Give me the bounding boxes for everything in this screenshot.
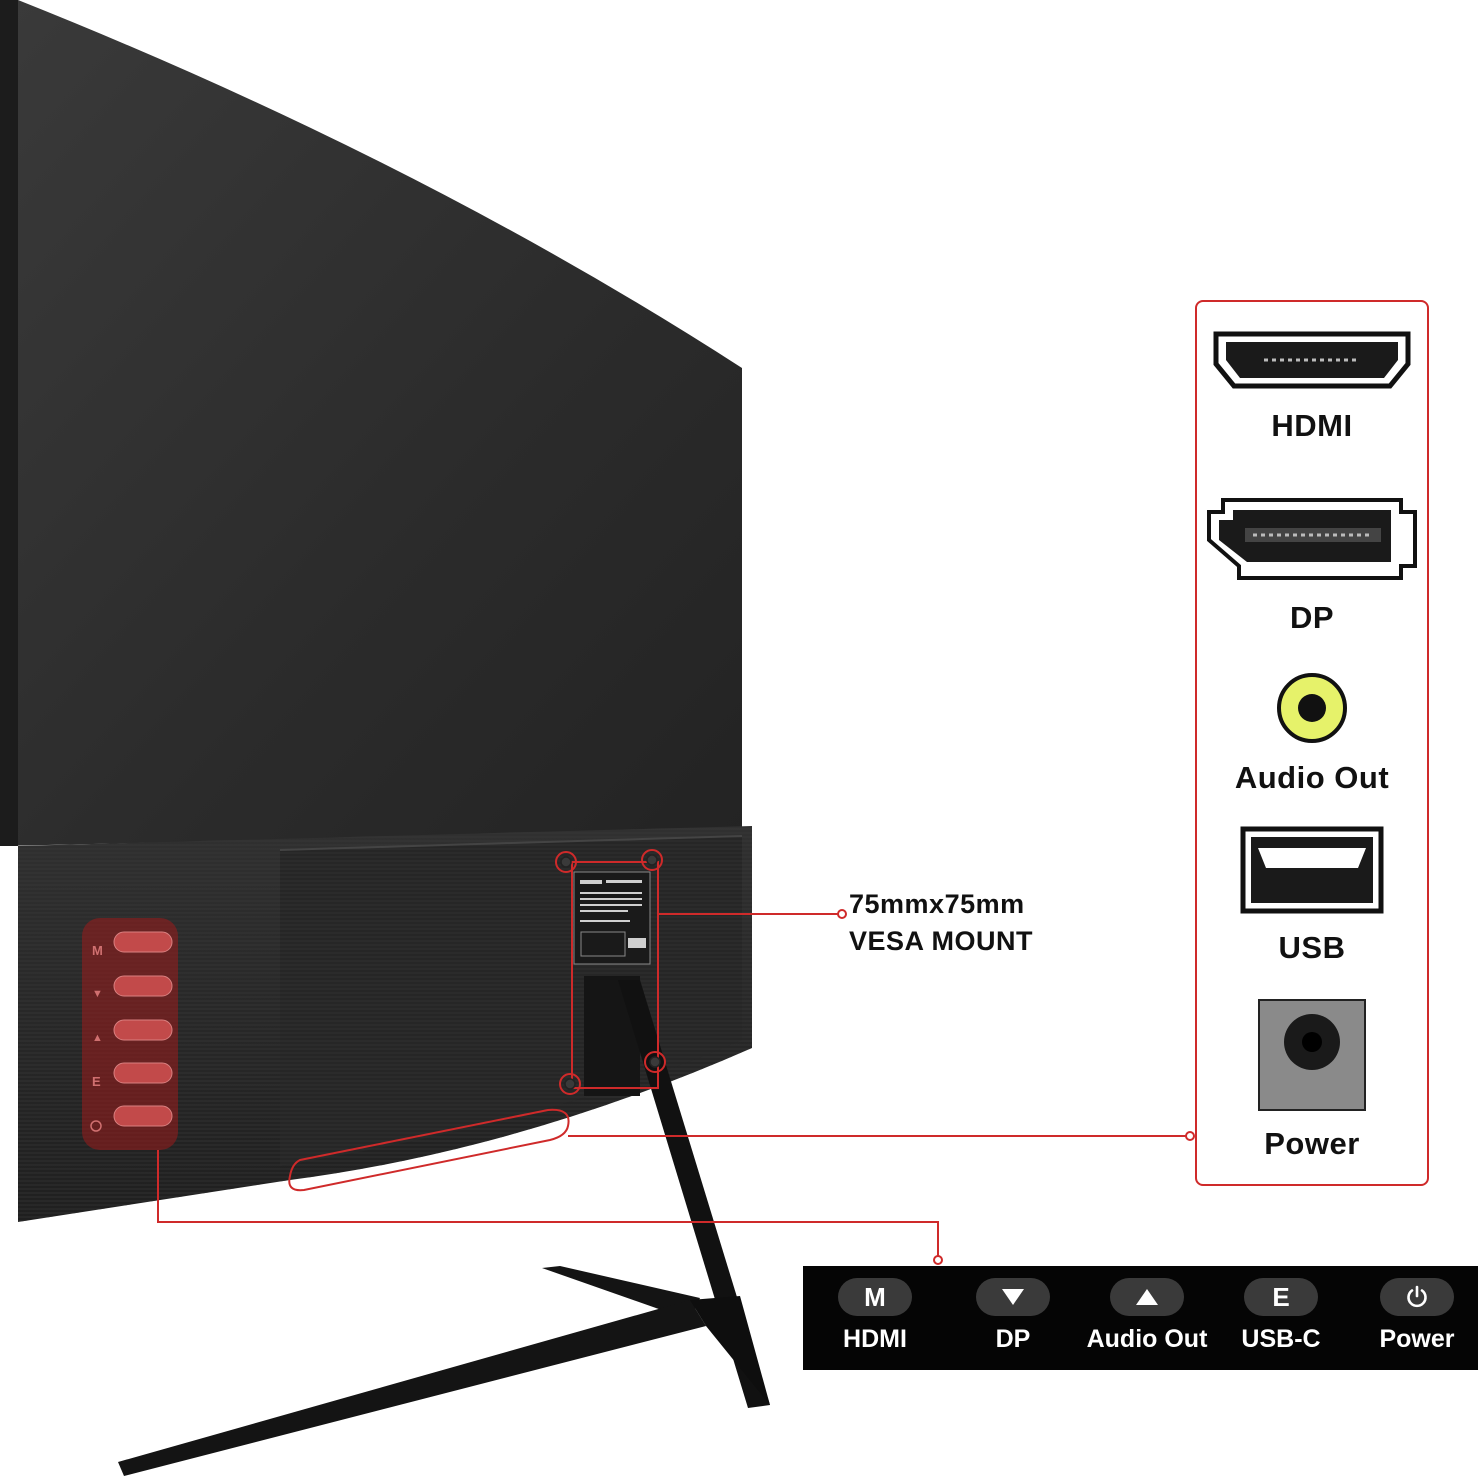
port-power: Power	[1197, 998, 1427, 1162]
port-displayport: DP	[1197, 496, 1427, 636]
button-legend-e: E USB-C	[1211, 1266, 1351, 1354]
vesa-size-text: 75mmx75mm	[849, 889, 1025, 919]
monitor-back-panel	[0, 0, 742, 846]
button-legend-label: Power	[1379, 1325, 1455, 1353]
port-area-highlight	[288, 1108, 570, 1192]
svg-text:▼: ▼	[92, 988, 103, 1000]
hdmi-port-icon	[1213, 331, 1411, 389]
port-callout-panel: HDMI DP Audio Out USB Power	[1195, 300, 1429, 1186]
callout-lines	[157, 913, 1188, 1258]
button-legend-down: DP	[943, 1266, 1083, 1354]
down-arrow-icon	[976, 1278, 1050, 1316]
vesa-mount-callout: 75mmx75mm VESA MOUNT	[849, 886, 1033, 960]
vesa-mount-text: VESA MOUNT	[849, 926, 1034, 956]
port-label: USB	[1278, 930, 1346, 965]
vesa-mount-highlight	[555, 849, 666, 1095]
port-usb: USB	[1197, 826, 1427, 966]
port-label: Power	[1264, 1126, 1360, 1161]
audio-jack-icon	[1277, 673, 1347, 743]
port-label: Audio Out	[1234, 760, 1390, 795]
exit-button-icon: E	[1244, 1278, 1318, 1316]
button-legend-label: Audio Out	[1086, 1325, 1208, 1353]
button-legend-label: USB-C	[1241, 1325, 1321, 1353]
displayport-icon	[1207, 498, 1417, 580]
svg-text:E: E	[92, 1074, 101, 1089]
product-label-sticker	[573, 871, 651, 965]
svg-text:M: M	[92, 943, 103, 958]
button-legend-bar: M HDMI DP Audio Out E USB-C Power	[803, 1266, 1478, 1370]
button-legend-label: DP	[995, 1325, 1031, 1353]
dc-power-jack-icon	[1258, 999, 1366, 1111]
button-legend-up: Audio Out	[1077, 1266, 1217, 1354]
rear-control-buttons: M ▼ ▲ E	[82, 918, 178, 1150]
menu-button-icon: M	[838, 1278, 912, 1316]
svg-text:▲: ▲	[92, 1032, 103, 1044]
usb-port-icon	[1240, 826, 1384, 914]
button-legend-label: HDMI	[843, 1325, 907, 1353]
port-label: HDMI	[1271, 408, 1353, 443]
up-arrow-icon	[1110, 1278, 1184, 1316]
port-label: DP	[1289, 600, 1335, 635]
port-hdmi: HDMI	[1197, 330, 1427, 444]
port-audio-out: Audio Out	[1197, 670, 1427, 796]
power-icon	[1380, 1278, 1454, 1316]
button-legend-power: Power	[1347, 1266, 1478, 1354]
button-legend-m: M HDMI	[805, 1266, 945, 1354]
